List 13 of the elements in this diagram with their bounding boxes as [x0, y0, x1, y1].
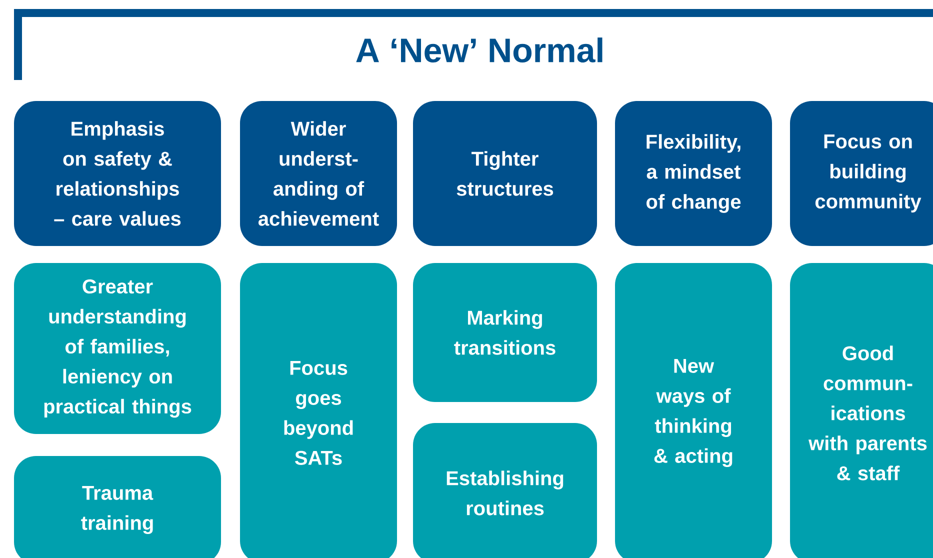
detail-box: New ways of thinking & acting — [615, 263, 772, 558]
detail-box: Establishing routines — [413, 423, 597, 558]
detail-box: Focus goes beyond SATs — [240, 263, 397, 558]
title: A ‘New’ Normal — [356, 38, 602, 62]
detail-box: Good commun- ications with parents & staff — [790, 263, 933, 558]
detail-box: Trauma training — [14, 456, 221, 558]
category-box: Emphasis on safety & relationships – care values — [14, 101, 221, 246]
detail-box: Marking transitions — [413, 263, 597, 402]
category-box: Flexibility, a mindset of change — [615, 101, 772, 246]
category-box: Focus on building community — [790, 101, 933, 246]
category-box: Tighter structures — [413, 101, 597, 246]
category-box: Wider underst- anding of achievement — [240, 101, 397, 246]
detail-box: Greater understanding of families, leniency on practical things — [14, 263, 221, 434]
